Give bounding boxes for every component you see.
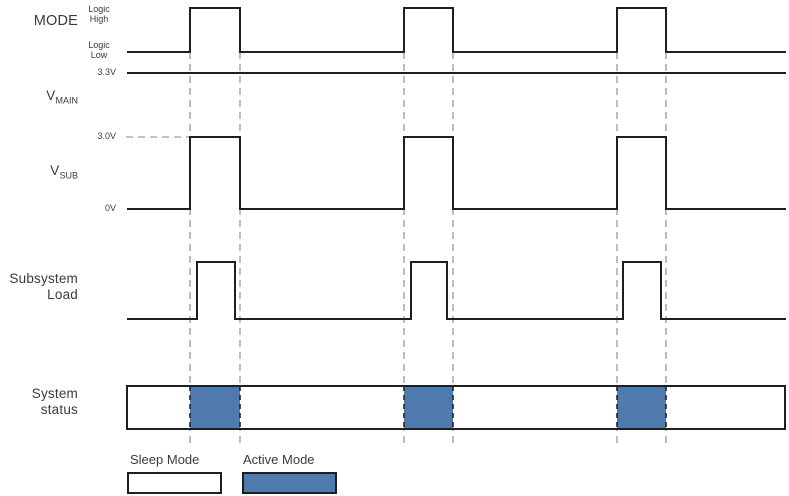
legend-sleep-mode-label: Sleep Mode <box>130 452 200 467</box>
system-status-line2: status <box>40 402 78 417</box>
vmain-level-label: 3.3V <box>97 67 116 77</box>
status-active-segment <box>404 386 453 429</box>
vsub-subscript: SUB <box>59 170 78 181</box>
signal-label-vsub: VSUB <box>0 163 78 184</box>
load-waveform <box>127 261 786 320</box>
system-status-line1: System <box>31 386 78 401</box>
mode-waveform <box>127 7 786 53</box>
legend-active-mode-label: Active Mode <box>243 452 315 467</box>
legend-sleep-mode-swatch <box>127 472 222 494</box>
status-active-segment <box>617 386 666 429</box>
signal-label-vmain: VMAIN <box>0 88 78 109</box>
mode-logic-low-label: Logic Low <box>88 40 110 60</box>
mode-logic-high-label: Logic High <box>88 4 110 24</box>
vsub-high-level-label: 3.0V <box>97 131 116 141</box>
vsub-prefix: V <box>50 163 60 178</box>
signal-label-subsystem-load: Subsystem Load <box>0 271 78 303</box>
status-bar-border <box>126 385 786 430</box>
legend-active-mode-swatch <box>242 472 337 494</box>
vsub-waveform <box>127 136 786 210</box>
vsub-low-level-label: 0V <box>104 203 116 213</box>
signal-label-system-status: System status <box>0 386 78 418</box>
vmain-prefix: V <box>46 88 56 103</box>
signal-label-mode: MODE <box>33 13 78 29</box>
subsystem-load-line1: Subsystem <box>9 271 78 286</box>
status-active-segment <box>190 386 240 429</box>
vmain-subscript: MAIN <box>55 95 79 106</box>
subsystem-load-line2: Load <box>47 287 78 302</box>
